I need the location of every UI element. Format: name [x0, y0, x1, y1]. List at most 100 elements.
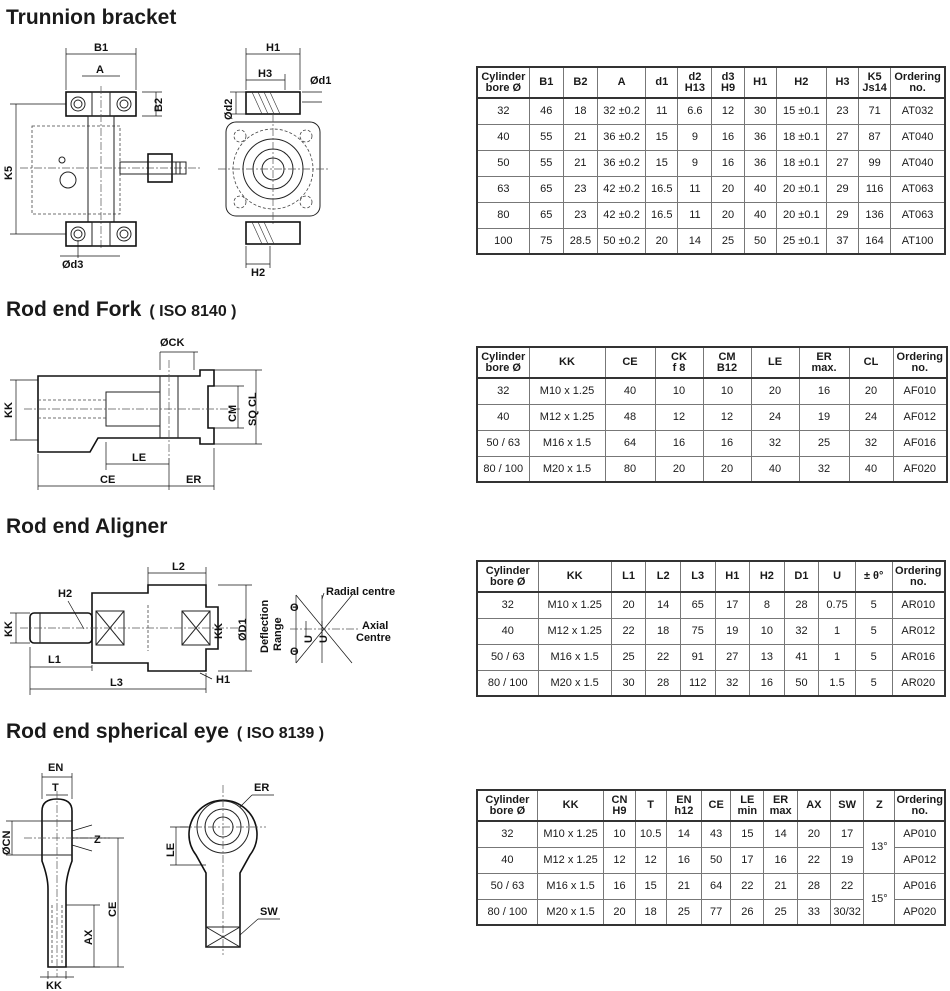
table-cell: 28	[796, 872, 832, 900]
label-le: LE	[132, 452, 146, 464]
table-cell: 10	[654, 377, 704, 405]
table-cell: 40	[476, 846, 538, 874]
table-cell: 20	[702, 455, 752, 483]
table-cell: 23	[825, 97, 860, 125]
table-cell: 18	[634, 898, 667, 926]
col-header: Ordering no.	[891, 560, 946, 593]
table-cell: 80	[476, 201, 530, 229]
table-cell: 13	[749, 643, 785, 671]
table-cell: 20 ±0.1	[775, 201, 827, 229]
col-header: LE	[750, 346, 800, 379]
label-d1: Ød1	[310, 75, 331, 87]
label-le: LE	[165, 843, 177, 857]
table-cell: 22	[645, 643, 681, 671]
table-cell: 16	[749, 669, 785, 697]
table-cell: 41	[783, 643, 820, 671]
table-cell: 14	[665, 820, 703, 848]
label-theta2: Θ	[290, 646, 299, 658]
eye-subtitle: ( ISO 8139 )	[236, 725, 325, 742]
table-cell: 20 ±0.1	[775, 175, 827, 203]
table-cell: 27	[825, 149, 860, 177]
table-cell: 15	[634, 872, 667, 900]
table-cell: 1	[818, 617, 856, 645]
table-cell: 77	[701, 898, 732, 926]
table-cell: M10 x 1.25	[528, 377, 606, 405]
table-cell: 15	[645, 123, 679, 151]
col-header: SW	[829, 789, 865, 822]
col-header: AX	[796, 789, 832, 822]
label-t: T	[52, 782, 59, 794]
label-ce: CE	[100, 474, 115, 486]
label-l3: L3	[110, 677, 123, 689]
table-cell: 12	[702, 403, 752, 431]
table-cell: 20	[610, 591, 647, 619]
col-header: d1	[645, 66, 679, 99]
col-header: Z	[863, 789, 896, 822]
table-cell: 33	[796, 898, 832, 926]
table-cell: 23	[562, 175, 599, 203]
col-header: Ordering no.	[894, 789, 946, 822]
table-cell: AT040	[890, 123, 946, 151]
table-cell: 32	[476, 377, 530, 405]
table-cell: 100	[476, 227, 530, 255]
table-cell: 20	[645, 227, 679, 255]
table-cell: 42 ±0.2	[596, 201, 647, 229]
col-header: Cylinder bore Ø	[476, 66, 530, 99]
label-h2: H2	[251, 267, 265, 279]
col-header: ER max.	[798, 346, 850, 379]
col-header: K5 Js14	[858, 66, 892, 99]
table-cell: 22	[730, 872, 765, 900]
table-cell: 46	[528, 97, 564, 125]
label-h1: H1	[266, 42, 280, 54]
table-cell: 14	[763, 820, 798, 848]
col-header: ± θ°	[854, 560, 893, 593]
trunnion-title: Trunnion bracket	[6, 6, 177, 29]
label-l1: L1	[48, 654, 61, 666]
table-cell: 16	[654, 429, 704, 457]
table-cell: 40	[476, 403, 530, 431]
label-axial: Axial	[362, 620, 388, 632]
table-cell: 116	[858, 175, 892, 203]
table-cell: 16.5	[645, 201, 679, 229]
table-cell: 19	[829, 846, 865, 874]
col-header: EN h12	[665, 789, 703, 822]
table-cell: 24	[848, 403, 894, 431]
table-cell: 64	[701, 872, 732, 900]
table-cell: 22	[610, 617, 647, 645]
label-centre: Centre	[356, 632, 391, 644]
label-kk: KK	[3, 402, 15, 418]
table-cell: 23	[562, 201, 599, 229]
col-header: Ordering no.	[892, 346, 948, 379]
table-cell: AR012	[891, 617, 946, 645]
label-ax: AX	[83, 929, 95, 945]
table-cell: 20	[796, 820, 832, 848]
table-cell: 65	[679, 591, 716, 619]
table-cell: 15	[730, 820, 765, 848]
table-cell: 55	[528, 123, 564, 151]
table-cell: 80 / 100	[476, 898, 538, 926]
table-cell: 75	[528, 227, 564, 255]
table-cell: 40	[750, 455, 800, 483]
col-header: D1	[783, 560, 820, 593]
table-cell: 21	[665, 872, 703, 900]
table-cell: 50	[743, 227, 777, 255]
table-cell: 36	[743, 123, 777, 151]
table-cell: 8	[749, 591, 785, 619]
label-kk: KK	[46, 980, 62, 991]
table-cell: 40	[848, 455, 894, 483]
label-ce: CE	[107, 902, 119, 917]
table-cell: 65	[528, 175, 564, 203]
table-cell: AT032	[890, 97, 946, 125]
table-cell: 1	[818, 643, 856, 671]
table-cell: 75	[679, 617, 716, 645]
table-cell: 37	[825, 227, 860, 255]
table-cell: 164	[858, 227, 892, 255]
table-cell: 5	[854, 669, 893, 697]
